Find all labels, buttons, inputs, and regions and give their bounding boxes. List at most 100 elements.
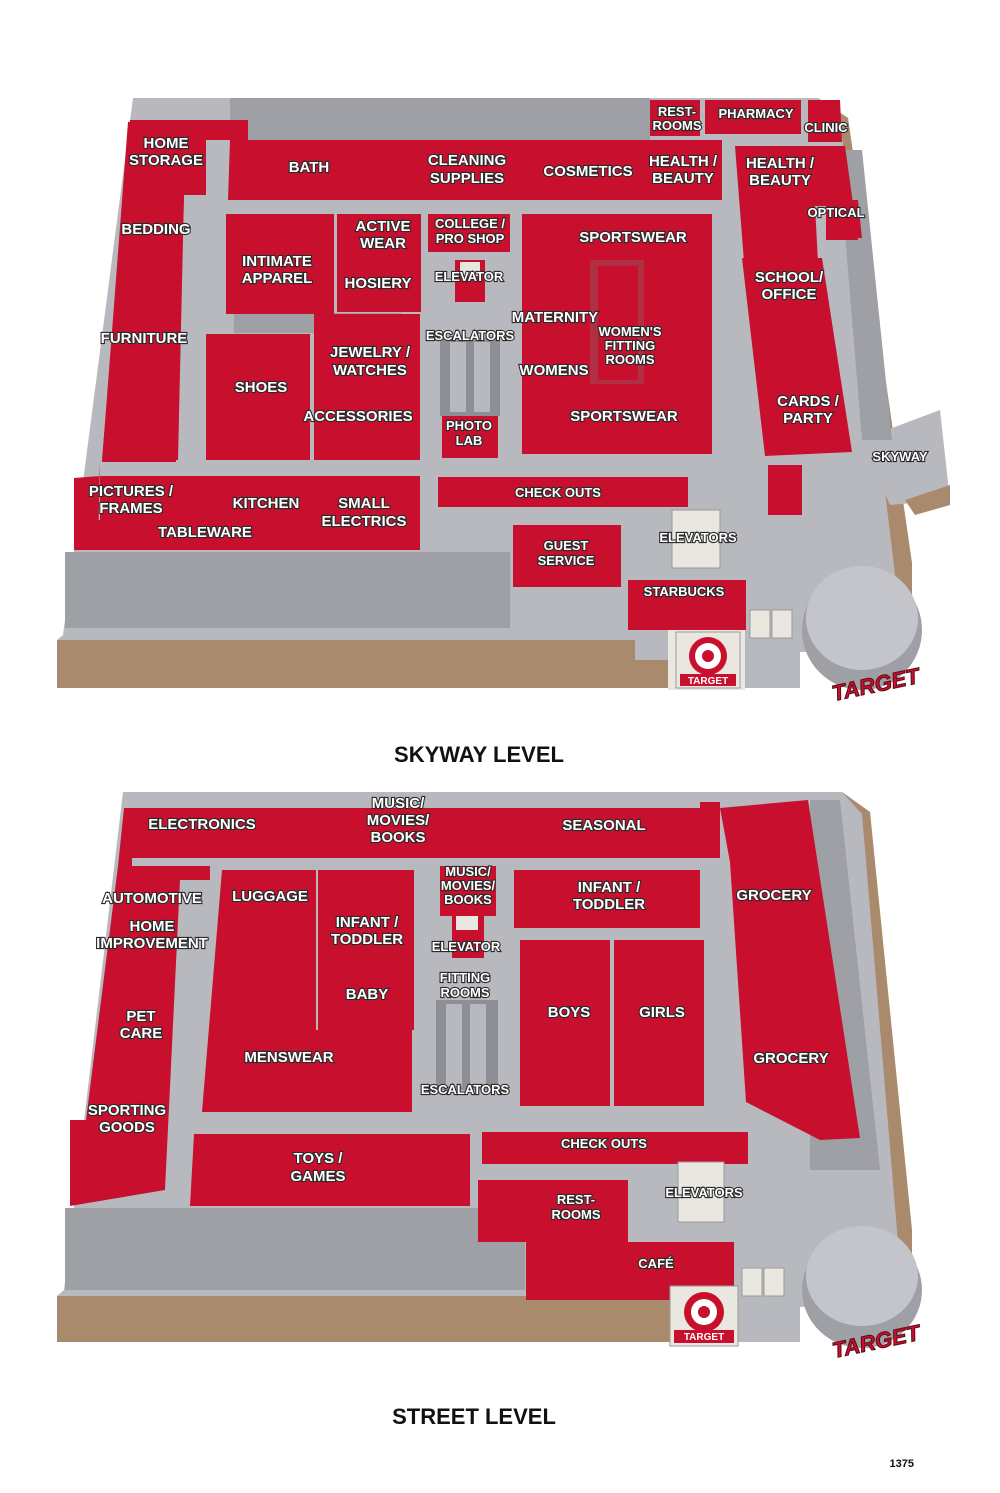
skyway-sign-logo-text: TARGET xyxy=(688,676,728,687)
label-elevator-street: ELEVATOR xyxy=(432,939,501,954)
skyway-level-title: SKYWAY LEVEL xyxy=(394,742,564,767)
label-college-pro-shop: COLLEGE /PRO SHOP xyxy=(435,216,505,246)
street-level-title: STREET LEVEL xyxy=(392,1404,556,1429)
skyway-fitting-rooms-inner xyxy=(598,266,638,380)
street-elevators-fixture xyxy=(677,1161,725,1223)
skyway-escalators xyxy=(440,338,500,416)
dept-top-strip xyxy=(118,808,700,866)
label-restrooms-street: REST-ROOMS xyxy=(551,1192,600,1222)
label-pictures-frames: PICTURES /FRAMES xyxy=(89,483,174,517)
dept-check-outs xyxy=(438,477,688,507)
street-elevator-top xyxy=(456,916,478,930)
page-number: 1375 xyxy=(890,1458,914,1470)
label-infant-toddler-left: INFANT /TODDLER xyxy=(331,914,403,948)
dept-check-outs-street xyxy=(482,1132,748,1164)
label-boys: BOYS xyxy=(548,1004,591,1021)
skyway-escalator-steps-b xyxy=(474,342,490,412)
label-elevators-street: ELEVATORS xyxy=(665,1185,743,1200)
dept-shoes xyxy=(206,334,310,460)
label-tableware: TABLEWARE xyxy=(158,524,252,541)
label-kitchen: KITCHEN xyxy=(233,495,300,512)
dept-infant-baby xyxy=(318,870,414,1030)
label-elevators: ELEVATORS xyxy=(659,530,737,545)
dept-health-beauty-right xyxy=(735,146,858,262)
label-skyway: SKYWAY xyxy=(872,449,927,464)
dept-pharmacy xyxy=(705,100,801,134)
label-cafe: CAFÉ xyxy=(638,1256,674,1271)
label-music-movies-books: MUSIC/MOVIES/BOOKS xyxy=(367,795,430,846)
label-bath: BATH xyxy=(289,159,330,176)
street-round-top xyxy=(806,1226,918,1326)
street-right-wall xyxy=(842,792,912,1300)
dept-girls xyxy=(614,940,704,1106)
label-restrooms: REST-ROOMS xyxy=(652,104,701,133)
dept-music-small xyxy=(440,866,496,916)
dept-left-column xyxy=(102,122,206,462)
dept-restrooms xyxy=(650,100,700,136)
label-baby: BABY xyxy=(346,986,389,1003)
skyway-lower-left-block xyxy=(65,552,510,628)
street-front-wall xyxy=(57,1296,670,1342)
street-escalator-steps-a xyxy=(446,1004,462,1086)
label-girls: GIRLS xyxy=(639,1004,685,1021)
street-lower-left-block xyxy=(65,1208,525,1290)
label-maternity: MATERNITY xyxy=(512,309,598,326)
label-automotive: AUTOMOTIVE xyxy=(102,890,202,907)
dept-boys xyxy=(520,940,610,1106)
dept-active-hosiery xyxy=(337,214,421,312)
dept-school-cards xyxy=(742,258,852,456)
label-cosmetics: COSMETICS xyxy=(543,163,632,180)
street-escalator-steps-b xyxy=(470,1004,486,1086)
skyway-door-a xyxy=(749,609,771,639)
label-bedding: BEDDING xyxy=(121,221,190,238)
dept-guest-service xyxy=(513,525,621,587)
street-target-center xyxy=(698,1306,710,1318)
skyway-door-b xyxy=(771,609,793,639)
street-sign-logo-text: TARGET xyxy=(684,1332,724,1343)
dept-grocery xyxy=(720,800,860,1140)
label-menswear: MENSWEAR xyxy=(244,1049,333,1066)
dept-infant-right xyxy=(514,870,700,928)
street-departments xyxy=(70,800,860,1347)
label-music-movies-books-small: MUSIC/MOVIES/BOOKS xyxy=(441,864,496,907)
skyway-bridge-wall xyxy=(905,485,950,515)
label-seasonal: SEASONAL xyxy=(562,817,645,834)
label-check-outs: CHECK OUTS xyxy=(515,485,601,500)
street-target-bar xyxy=(674,1330,734,1343)
skyway-front-wall xyxy=(57,640,635,688)
label-shoes: SHOES xyxy=(235,379,288,396)
label-luggage: LUGGAGE xyxy=(232,888,308,905)
street-escalators xyxy=(436,1000,498,1090)
skyway-right-wall xyxy=(818,98,912,640)
dept-bath-strip xyxy=(228,140,722,200)
label-escalators: ESCALATORS xyxy=(426,328,515,343)
label-jewelry-watches: JEWELRY /WATCHES xyxy=(330,344,411,379)
label-sportswear-top: SPORTSWEAR xyxy=(579,229,687,246)
street-door-b xyxy=(763,1267,785,1297)
label-elevator: ELEVATOR xyxy=(435,269,504,284)
dept-music-top xyxy=(700,802,720,858)
skyway-target-bar xyxy=(680,674,736,686)
label-escalators-street: ESCALATORS xyxy=(421,1082,510,1097)
label-clinic: CLINIC xyxy=(804,120,848,135)
skyway-escalator-steps-a xyxy=(450,342,466,412)
dept-photo-lab xyxy=(442,416,498,458)
label-pharmacy: PHARMACY xyxy=(718,106,793,121)
dept-kitchen-block xyxy=(74,476,420,550)
label-sportswear-bottom: SPORTSWEAR xyxy=(570,408,678,425)
dept-optical xyxy=(826,200,862,238)
skyway-front-wall-right xyxy=(635,660,670,688)
skyway-elevator-top xyxy=(460,262,480,276)
dept-clinic xyxy=(808,100,842,142)
dept-jewelry-accessories xyxy=(314,314,420,460)
dept-intimate-apparel xyxy=(226,214,334,314)
label-electronics: ELECTRONICS xyxy=(148,816,256,833)
